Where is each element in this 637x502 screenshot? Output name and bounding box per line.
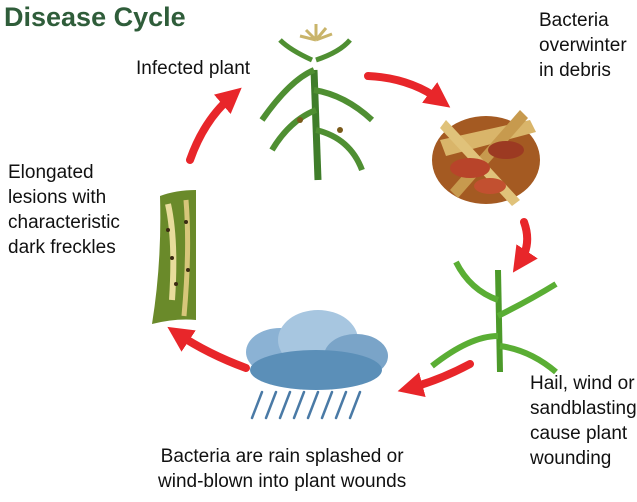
arrow-debris-to-seedling bbox=[520, 222, 527, 262]
rain-cloud-icon bbox=[246, 310, 388, 418]
arrow-seedling-to-rain bbox=[410, 364, 470, 388]
debris-icon bbox=[432, 110, 540, 206]
arrow-lesion-to-plant bbox=[190, 96, 232, 160]
lesion-leaf-icon bbox=[152, 190, 196, 324]
infected-plant-icon bbox=[262, 24, 372, 180]
arrow-rain-to-lesion bbox=[178, 334, 246, 368]
seedling-icon bbox=[432, 262, 556, 372]
arrow-plant-to-debris bbox=[368, 76, 440, 100]
